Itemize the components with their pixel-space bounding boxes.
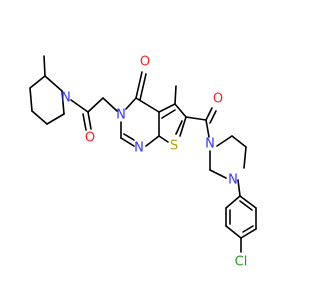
bond bbox=[70, 99, 89, 113]
bond bbox=[205, 119, 210, 138]
bond bbox=[29, 75, 46, 89]
bond bbox=[205, 107, 213, 121]
atom-n-piperazine-a: N bbox=[205, 137, 215, 152]
bond bbox=[174, 103, 187, 118]
atom-n-piperazine-b: N bbox=[228, 173, 238, 188]
bond bbox=[175, 120, 183, 135]
atom-cl: Cl bbox=[235, 255, 248, 270]
atom-n-piperidine: N bbox=[61, 91, 71, 106]
bond bbox=[123, 133, 135, 141]
bond bbox=[243, 146, 247, 169]
bond bbox=[237, 179, 241, 197]
bond bbox=[139, 73, 147, 101]
atom-n1: N bbox=[134, 141, 144, 156]
bond bbox=[102, 97, 118, 112]
bond bbox=[216, 135, 233, 147]
bond bbox=[135, 71, 143, 99]
bond bbox=[231, 135, 247, 148]
bond bbox=[242, 225, 254, 233]
bond bbox=[174, 85, 177, 105]
atom-o4: O bbox=[140, 55, 150, 70]
bond bbox=[44, 75, 63, 92]
bond bbox=[125, 97, 137, 110]
atom-o-carbonyl: O bbox=[213, 92, 223, 107]
bond bbox=[31, 110, 48, 125]
bond bbox=[179, 116, 187, 137]
bond bbox=[240, 228, 257, 239]
bond bbox=[158, 103, 176, 113]
atom-o-amide: O bbox=[85, 131, 95, 146]
bond bbox=[209, 169, 227, 179]
bond bbox=[135, 97, 160, 113]
bond bbox=[82, 113, 87, 131]
bond bbox=[239, 200, 253, 211]
bond bbox=[43, 55, 46, 77]
bond bbox=[87, 111, 92, 130]
molecule-canvas: N O N O N S O N N Cl bbox=[29, 55, 257, 270]
bond bbox=[161, 109, 176, 119]
molecule-structure: N O N O N S O N N Cl bbox=[29, 55, 257, 270]
bond bbox=[87, 97, 104, 113]
bond bbox=[209, 110, 217, 124]
bond bbox=[185, 116, 207, 121]
atom-labels: N O N O N S O N N Cl bbox=[61, 55, 247, 270]
bond bbox=[29, 87, 33, 112]
bond bbox=[158, 135, 169, 143]
bond bbox=[46, 113, 65, 125]
bond bbox=[61, 90, 65, 115]
atom-n3: N bbox=[116, 108, 126, 123]
bond bbox=[225, 195, 241, 209]
bond bbox=[120, 137, 135, 147]
bonds bbox=[29, 55, 257, 253]
bond bbox=[145, 135, 160, 147]
atom-s7: S bbox=[170, 139, 178, 154]
bond bbox=[239, 195, 257, 209]
bond bbox=[225, 225, 242, 239]
